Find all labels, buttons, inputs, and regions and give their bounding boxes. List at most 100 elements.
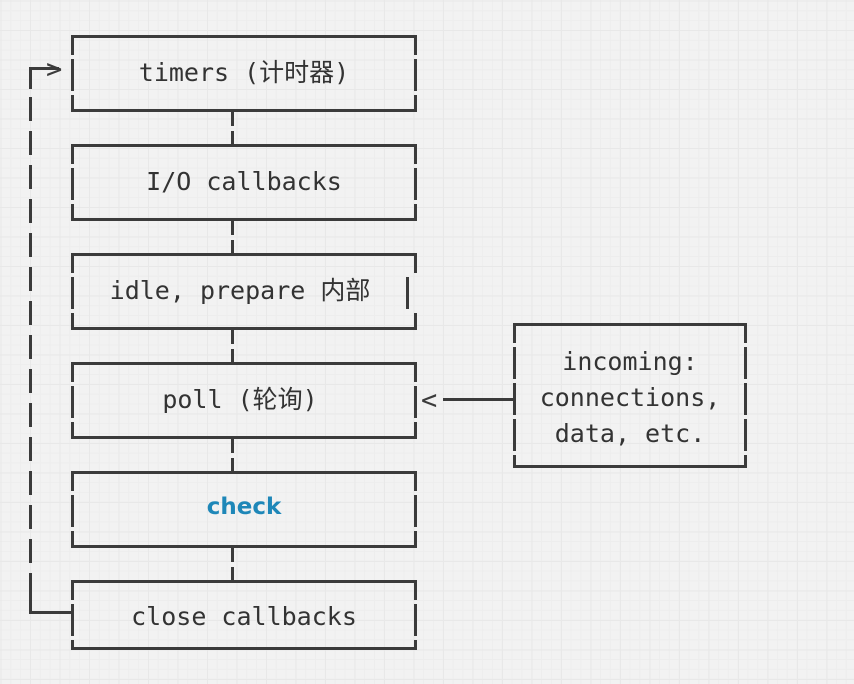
- loop-segment: [29, 369, 32, 393]
- box-corner-tl: [71, 580, 74, 600]
- connector-segment: [231, 131, 234, 145]
- loop-bottom-horizontal: [29, 611, 74, 614]
- box-corner-br: [414, 531, 417, 548]
- loop-segment: [29, 199, 32, 223]
- box-left-border: [513, 347, 516, 379]
- box-right-border: [414, 495, 417, 527]
- incoming-arrowhead-icon: <: [421, 385, 438, 416]
- box-bottom-border: [71, 218, 417, 221]
- loop-segment: [29, 335, 32, 359]
- connector-segment: [231, 439, 234, 453]
- box-corner-bl: [71, 422, 74, 439]
- box-top-border: [71, 144, 417, 147]
- box-top-border: [513, 323, 747, 326]
- box-corner-tl: [513, 323, 516, 343]
- box-top-border: [71, 471, 417, 474]
- box-corner-br: [414, 422, 417, 439]
- box-top-border: [71, 253, 417, 256]
- loop-segment: [29, 471, 32, 495]
- incoming-line-3: data, etc.: [554, 419, 706, 448]
- incoming-line-2: connections,: [539, 383, 721, 412]
- box-corner-tr: [414, 362, 417, 382]
- loop-top-corner: [29, 67, 32, 89]
- box-right-border: [414, 386, 417, 418]
- box-corner-tr: [414, 471, 417, 491]
- arrow-shaft: [443, 398, 515, 401]
- connector-segment: [231, 548, 234, 562]
- box-corner-tl: [71, 471, 74, 491]
- box-bottom-border: [513, 465, 747, 468]
- box-right-border: [744, 419, 747, 451]
- connector-segment: [231, 458, 234, 472]
- box-left-border: [71, 604, 74, 636]
- box-left-border: [71, 495, 74, 527]
- connector-segment: [231, 240, 234, 254]
- connector-segment: [231, 221, 234, 235]
- box-left-border: [71, 277, 74, 309]
- box-bottom-border: [71, 545, 417, 548]
- box-left-border: [513, 419, 516, 451]
- box-right-border: [414, 168, 417, 200]
- box-right-border: [744, 383, 747, 415]
- connector-segment: [231, 567, 234, 581]
- loop-segment: [29, 233, 32, 257]
- box-left-border: [71, 59, 74, 91]
- connector-segment: [231, 349, 234, 363]
- loop-arrowhead-icon: >: [46, 54, 63, 85]
- box-corner-bl: [71, 640, 74, 650]
- box-corner-tr: [414, 35, 417, 55]
- box-corner-bl: [513, 455, 516, 468]
- connector-segment: [231, 330, 234, 344]
- box-top-border: [71, 35, 417, 38]
- box-corner-br: [414, 95, 417, 112]
- box-bottom-border: [71, 436, 417, 439]
- phase-label-io-callbacks: I/O callbacks: [146, 167, 342, 196]
- box-corner-tl: [71, 144, 74, 164]
- phase-label-idle-prepare: idle, prepare 内部: [109, 276, 371, 305]
- loop-segment: [29, 403, 32, 427]
- phase-label-check[interactable]: check: [206, 494, 282, 520]
- box-corner-tr: [414, 580, 417, 600]
- box-corner-tl: [71, 253, 74, 273]
- loop-segment: [29, 267, 32, 291]
- loop-segment: [29, 97, 32, 121]
- box-bottom-border: [71, 647, 417, 650]
- loop-segment: [29, 165, 32, 189]
- box-corner-tr: [744, 323, 747, 343]
- phase-label-timers: timers (计时器): [138, 58, 350, 87]
- box-right-border: [414, 604, 417, 636]
- box-top-border: [71, 580, 417, 583]
- box-left-border: [71, 168, 74, 200]
- box-corner-bl: [71, 95, 74, 112]
- box-corner-br: [414, 204, 417, 221]
- box-corner-tr: [414, 253, 417, 273]
- box-corner-tl: [71, 362, 74, 382]
- loop-segment: [29, 505, 32, 529]
- loop-top-horizontal: [29, 67, 59, 70]
- loop-segment: [29, 573, 32, 597]
- box-corner-bl: [71, 531, 74, 548]
- loop-bottom-corner: [29, 592, 32, 614]
- box-bottom-border: [71, 327, 417, 330]
- connector-segment: [231, 112, 234, 126]
- loop-segment: [29, 301, 32, 325]
- box-corner-br: [414, 313, 417, 330]
- box-corner-bl: [71, 313, 74, 330]
- box-left-border: [71, 386, 74, 418]
- loop-segment: [29, 131, 32, 155]
- box-corner-br: [744, 455, 747, 468]
- box-corner-tr: [414, 144, 417, 164]
- box-right-border: [406, 277, 409, 309]
- box-bottom-border: [71, 109, 417, 112]
- loop-segment: [29, 539, 32, 563]
- box-corner-bl: [71, 204, 74, 221]
- loop-segment: [29, 437, 32, 461]
- box-corner-tl: [71, 35, 74, 55]
- box-right-border: [414, 59, 417, 91]
- phase-label-poll: poll (轮询): [162, 385, 318, 414]
- incoming-line-1: incoming:: [562, 347, 698, 376]
- box-top-border: [71, 362, 417, 365]
- phase-label-close-callbacks: close callbacks: [131, 602, 357, 631]
- box-corner-br: [414, 640, 417, 650]
